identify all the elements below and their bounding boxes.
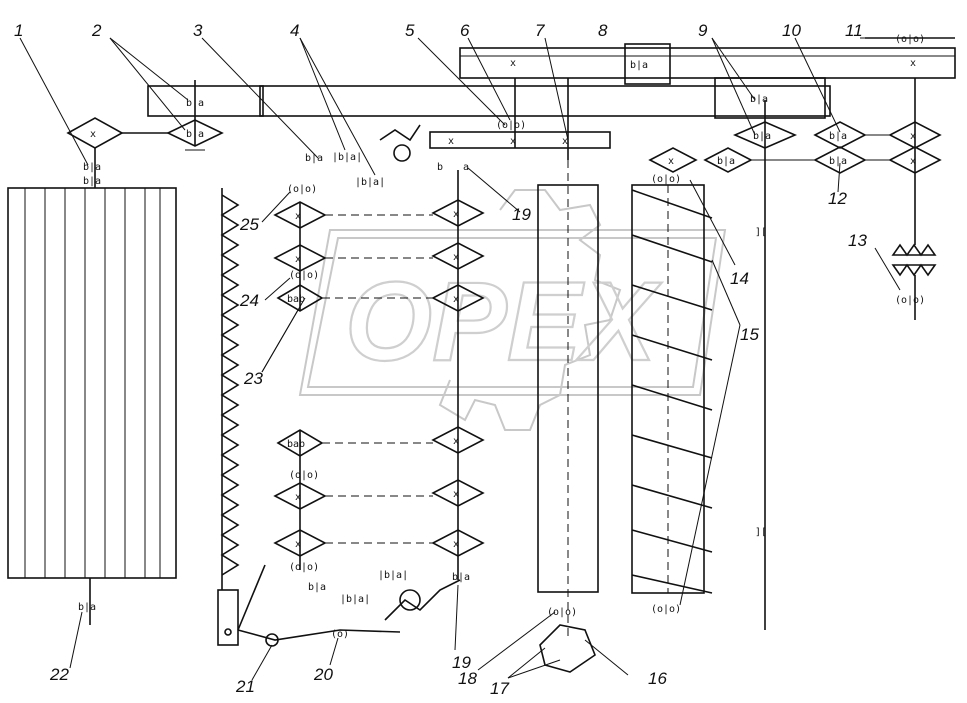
top-beam: b|a x x (o|o) b|a (259, 34, 956, 119)
svg-text:(o|o): (o|o) (289, 562, 319, 573)
callout-label-15: 15 (740, 325, 759, 344)
callout-label-1: 1 (14, 21, 23, 40)
svg-text:x: x (910, 156, 916, 167)
callout-label-24: 24 (239, 291, 259, 310)
leader-lines (19, 37, 901, 681)
upper-gear-train: (o|o) b|a |b|a| |b|a| x x bab (o|o) x x … (273, 124, 485, 580)
svg-text:(o|o): (o|o) (895, 34, 925, 45)
svg-text:b: b (437, 162, 443, 173)
svg-text:x: x (562, 136, 568, 147)
svg-text:x: x (510, 136, 516, 147)
callout-label-17: 17 (490, 679, 509, 698)
rack-left (217, 188, 240, 646)
callout-label-9: 9 (698, 21, 708, 40)
svg-text:b|a: b|a (78, 602, 96, 613)
svg-text:bab: bab (287, 294, 305, 305)
svg-text:(o|o): (o|o) (287, 184, 317, 195)
callout-label-19: 19 (452, 653, 471, 672)
callout-label-18: 18 (458, 669, 477, 688)
callout-label-6: 6 (460, 21, 470, 40)
svg-text:x: x (453, 294, 459, 305)
svg-text:|b|a|: |b|a| (340, 594, 370, 605)
svg-text:x: x (453, 209, 459, 220)
svg-text:b|a: b|a (83, 162, 101, 173)
svg-text:x: x (90, 129, 96, 140)
callout-label-16: 16 (648, 669, 667, 688)
svg-text:(o|o): (o|o) (651, 604, 681, 615)
svg-text:b|a: b|a (305, 153, 323, 164)
svg-text:|b|a|: |b|a| (332, 152, 362, 163)
svg-text:x: x (910, 58, 916, 69)
svg-text:|b|a|: |b|a| (355, 177, 385, 188)
svg-text:|b|a|: |b|a| (378, 570, 408, 581)
svg-text:x: x (295, 539, 301, 550)
screw-shaft: (o|o) (o|o) x b|a (631, 147, 753, 615)
svg-text:][: ][ (755, 527, 767, 538)
svg-text:b|a: b|a (452, 572, 470, 583)
callout-label-10: 10 (782, 21, 801, 40)
svg-text:(o): (o) (331, 629, 349, 640)
right-assembly: b|a ][ ][ b|a b|a x x (o|o) (732, 78, 942, 630)
svg-text:x: x (510, 58, 516, 69)
callout-label-4: 4 (290, 21, 299, 40)
svg-text:x: x (453, 489, 459, 500)
callout-label-19: 19 (512, 205, 531, 224)
svg-text:(o|o): (o|o) (496, 120, 526, 131)
callout-label-11: 11 (845, 21, 863, 40)
svg-text:(o|o): (o|o) (547, 607, 577, 618)
top-left-assembly: x b|a b|a b|a b|a (66, 80, 264, 188)
svg-text:b|a: b|a (630, 60, 648, 71)
svg-text:(o|o): (o|o) (289, 470, 319, 481)
svg-text:x: x (295, 254, 301, 265)
callout-label-13: 13 (848, 231, 867, 250)
svg-text:b|a: b|a (308, 582, 326, 593)
svg-text:b|a: b|a (829, 131, 847, 142)
svg-text:][: ][ (755, 227, 767, 238)
callout-label-23: 23 (243, 369, 263, 388)
lower-gear-train: bab x x (o|o) (o|o) x x x b|a (273, 426, 485, 583)
svg-text:x: x (453, 252, 459, 263)
svg-text:(o|o): (o|o) (289, 270, 319, 281)
svg-text:b|a: b|a (717, 156, 735, 167)
svg-text:b|a: b|a (83, 176, 101, 187)
callout-label-7: 7 (535, 21, 545, 40)
svg-text:x: x (453, 436, 459, 447)
svg-text:a: a (463, 162, 469, 173)
callout-label-21: 21 (235, 677, 255, 696)
svg-text:x: x (910, 131, 916, 142)
callout-label-5: 5 (405, 21, 415, 40)
svg-text:(o|o): (o|o) (651, 174, 681, 185)
top-gear-cluster: (o|o) x x x b a (429, 78, 611, 173)
svg-text:(o|o): (o|o) (895, 295, 925, 306)
callout-label-20: 20 (313, 665, 333, 684)
callout-label-8: 8 (598, 21, 608, 40)
bottom-mechanism: b|a |b|a| |b|a| (o) (o|o) (237, 160, 599, 673)
callout-label-12: 12 (828, 189, 847, 208)
callout-label-14: 14 (730, 269, 749, 288)
callout-label-25: 25 (239, 215, 259, 234)
callout-label-3: 3 (193, 21, 203, 40)
callout-label-22: 22 (49, 665, 69, 684)
svg-text:x: x (448, 136, 454, 147)
svg-text:b|a: b|a (753, 131, 771, 142)
svg-text:bab: bab (287, 439, 305, 450)
svg-text:x: x (453, 539, 459, 550)
svg-text:b|a: b|a (829, 156, 847, 167)
svg-text:b|a: b|a (750, 94, 768, 105)
watermark: OPEX (298, 189, 727, 431)
watermark-text: OPEX (345, 259, 663, 384)
callout-label-2: 2 (91, 21, 102, 40)
svg-text:x: x (668, 156, 674, 167)
svg-text:x: x (295, 211, 301, 222)
svg-text:x: x (295, 492, 301, 503)
left-panel: b|a (7, 187, 177, 625)
